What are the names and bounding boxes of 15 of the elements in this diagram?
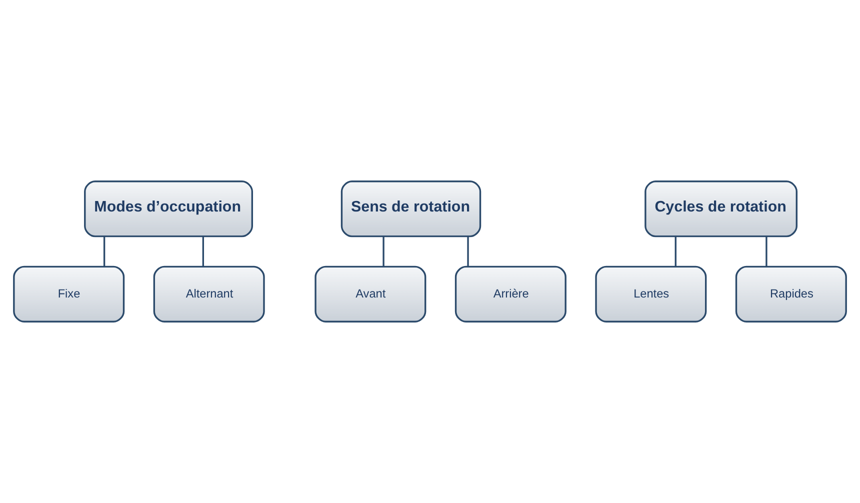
connector bbox=[674, 236, 676, 266]
connector bbox=[103, 236, 106, 266]
node-box: Avant bbox=[314, 266, 426, 322]
node-box: Rapides bbox=[735, 266, 847, 322]
connector bbox=[382, 236, 384, 266]
node-box: Arrière bbox=[454, 266, 566, 322]
connector bbox=[766, 236, 768, 266]
node-box: Fixe bbox=[13, 266, 125, 322]
connector bbox=[202, 236, 204, 266]
node-box: Modes d’occupation bbox=[84, 180, 253, 238]
node-box: Sens de rotation bbox=[340, 180, 482, 238]
node-box: Alternant bbox=[153, 266, 265, 322]
connector bbox=[467, 236, 469, 266]
node-box: Cycles de rotation bbox=[644, 180, 798, 238]
node-box: Lentes bbox=[595, 266, 707, 322]
